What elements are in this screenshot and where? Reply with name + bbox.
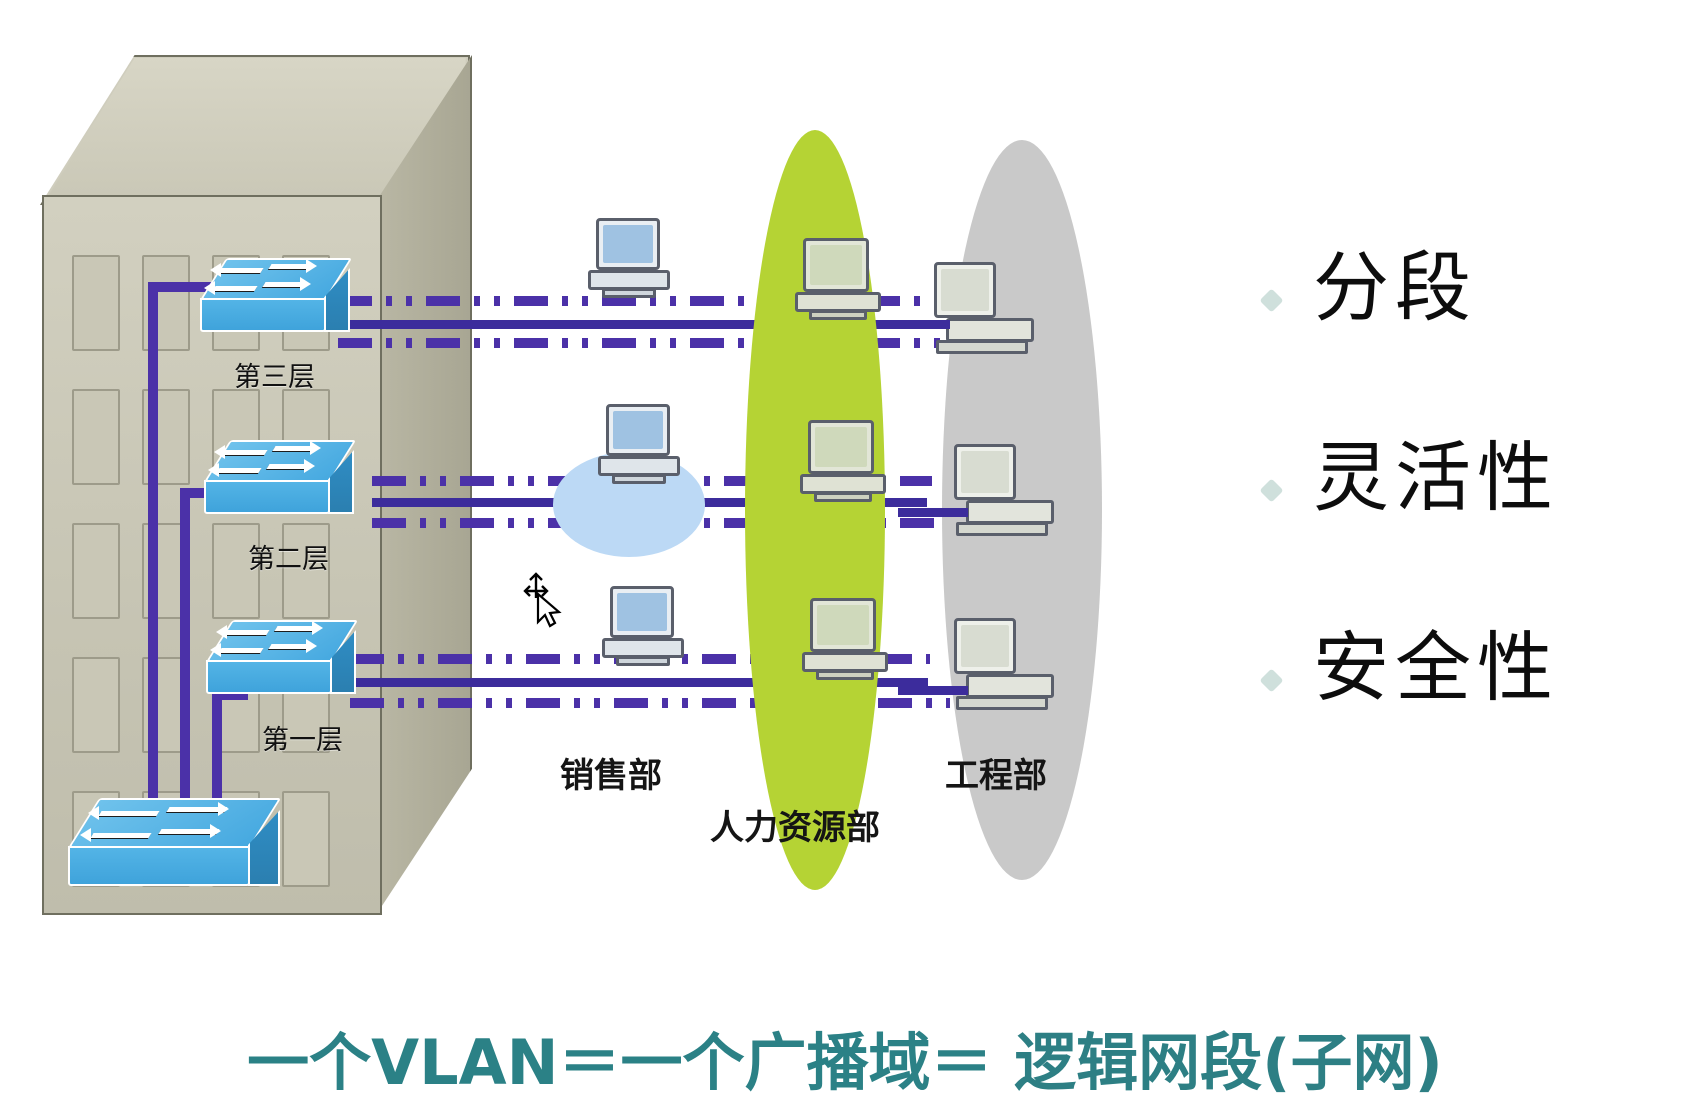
vlan-definition-caption: 一个VLAN＝一个广播域＝ 逻辑网段(子网) — [0, 1012, 1690, 1102]
keyboard-base — [602, 638, 684, 658]
computer-engineering-3[interactable] — [948, 618, 1058, 718]
keyboard — [956, 522, 1048, 536]
cursor-move-icon — [523, 572, 562, 628]
switch-front-face — [68, 846, 250, 886]
switch-label-floor1: 第一层 — [262, 725, 343, 756]
stand — [616, 656, 670, 666]
vlan-bus-solid-row3 — [350, 678, 928, 687]
tower-base — [966, 674, 1054, 698]
screen — [613, 411, 663, 449]
bullet-diamond-icon — [1259, 288, 1284, 313]
switch-floor1[interactable] — [206, 620, 359, 698]
dept-label-engineering: 工程部 — [945, 756, 1047, 796]
benefit-label-1: 分段 — [1313, 243, 1477, 332]
benefit-item-1: 分段 — [1255, 240, 1685, 430]
screen — [603, 225, 653, 263]
vlan-bus-dashed-row3b — [350, 698, 950, 708]
switch-front-face — [206, 660, 332, 694]
uplink-cable-floor1-elbow — [212, 690, 248, 700]
screen — [961, 451, 1009, 493]
computer-hr-1[interactable] — [795, 238, 885, 330]
switch-front-face — [200, 298, 326, 332]
keyboard-base — [795, 292, 881, 312]
switch-arrows-icon — [204, 259, 324, 300]
switch-label-floor3: 第三层 — [234, 362, 315, 393]
stand — [816, 670, 874, 680]
window — [282, 523, 330, 619]
keyboard — [936, 340, 1028, 354]
uplink-cable-floor1 — [212, 690, 222, 830]
vlan-bus-dashed-row1b — [338, 338, 948, 348]
window — [72, 389, 120, 485]
switch-floor3[interactable] — [200, 258, 353, 336]
keyboard-base — [800, 474, 886, 494]
computer-sales-2[interactable] — [598, 404, 684, 492]
switch-floor2[interactable] — [204, 440, 357, 518]
benefit-label-3: 安全性 — [1313, 623, 1559, 712]
stand — [814, 492, 872, 502]
drop-cable-eng-2 — [898, 508, 968, 517]
benefit-item-3: 安全性 — [1255, 620, 1685, 810]
tower-base — [966, 500, 1054, 524]
dept-label-hr: 人力资源部 — [710, 808, 880, 848]
cursor-arrow-glyph — [536, 591, 562, 628]
keyboard-base — [802, 652, 888, 672]
caption-part-1: 一个VLAN＝一个广播域＝ — [247, 1026, 993, 1099]
screen — [817, 605, 869, 645]
computer-hr-2[interactable] — [800, 420, 890, 512]
core-switch[interactable] — [68, 798, 283, 890]
stand — [809, 310, 867, 320]
stand — [602, 288, 656, 298]
switch-arrows-icon — [208, 441, 328, 482]
keyboard — [956, 696, 1048, 710]
mouse-cursor — [520, 572, 566, 630]
vlan-bus-solid-row1 — [338, 320, 923, 329]
caption-part-2: 逻辑网段(子网) — [992, 1026, 1443, 1099]
computer-sales-3[interactable] — [602, 586, 688, 674]
tower-base — [946, 318, 1034, 342]
drop-cable-eng-1 — [880, 320, 950, 329]
switch-arrows-icon — [210, 621, 330, 662]
switch-arrows-icon — [80, 802, 240, 848]
switch-front-face — [204, 480, 330, 514]
bullet-diamond-icon — [1259, 668, 1284, 693]
stand — [612, 474, 666, 484]
uplink-cable-floor3 — [148, 282, 158, 827]
computer-sales-1[interactable] — [588, 218, 674, 306]
window — [282, 791, 330, 887]
window — [72, 657, 120, 753]
drop-cable-eng-3 — [898, 686, 968, 695]
screen — [810, 245, 862, 285]
computer-engineering-1[interactable] — [928, 262, 1038, 362]
computer-engineering-2[interactable] — [948, 444, 1058, 544]
screen — [815, 427, 867, 467]
uplink-cable-floor2 — [180, 488, 190, 830]
bullet-diamond-icon — [1259, 478, 1284, 503]
benefits-list: 分段 灵活性 安全性 — [1255, 240, 1685, 810]
uplink-cable-floor3-elbow — [148, 282, 228, 292]
screen — [961, 625, 1009, 667]
benefit-item-2: 灵活性 — [1255, 430, 1685, 620]
switch-label-floor2: 第二层 — [248, 544, 329, 575]
benefit-label-2: 灵活性 — [1313, 433, 1559, 522]
keyboard-base — [588, 270, 670, 290]
window — [72, 255, 120, 351]
screen — [941, 269, 989, 311]
computer-hr-3[interactable] — [802, 598, 892, 690]
dept-label-sales: 销售部 — [560, 756, 662, 796]
screen — [617, 593, 667, 631]
keyboard-base — [598, 456, 680, 476]
window — [212, 523, 260, 619]
vlan-bus-dashed-row1 — [338, 296, 928, 306]
window — [72, 523, 120, 619]
